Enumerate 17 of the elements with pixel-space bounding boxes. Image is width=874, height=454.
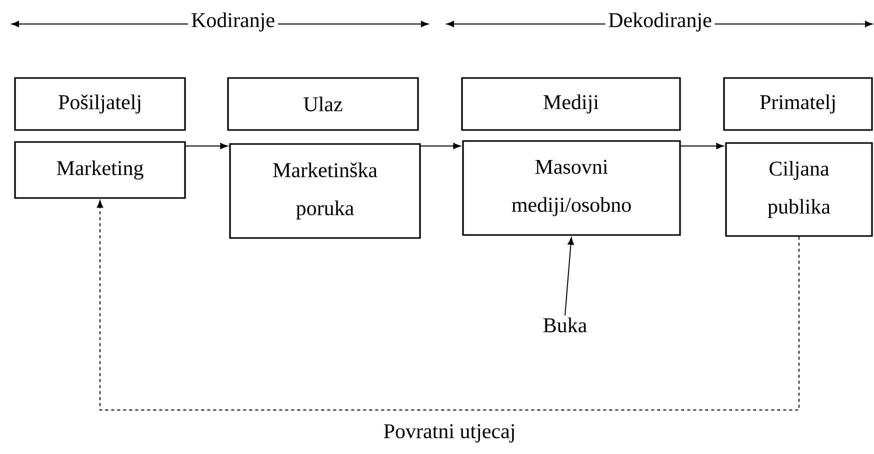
edge-label: Povratni utjecaj	[381, 422, 518, 445]
arrow	[185, 142, 228, 150]
process-box: Masovni mediji/osobno	[462, 140, 681, 236]
phase-label: Dekodiranje	[605, 9, 715, 35]
header-box: Mediji	[461, 77, 681, 131]
process-box: Ciljana publika	[725, 142, 873, 237]
phase-label: Kodiranje	[188, 9, 278, 35]
feedback-arrow	[96, 200, 800, 410]
header-box: Pošiljatelj	[14, 77, 186, 131]
header-box: Ulaz	[227, 77, 419, 131]
arrow	[420, 142, 461, 150]
process-box: Marketing	[14, 141, 186, 199]
noise-label: Buka	[543, 318, 587, 332]
header-box: Primatelj	[723, 77, 873, 131]
process-box: Marketinška poruka	[229, 143, 421, 239]
arrow	[680, 142, 724, 150]
arrow	[564, 237, 574, 316]
